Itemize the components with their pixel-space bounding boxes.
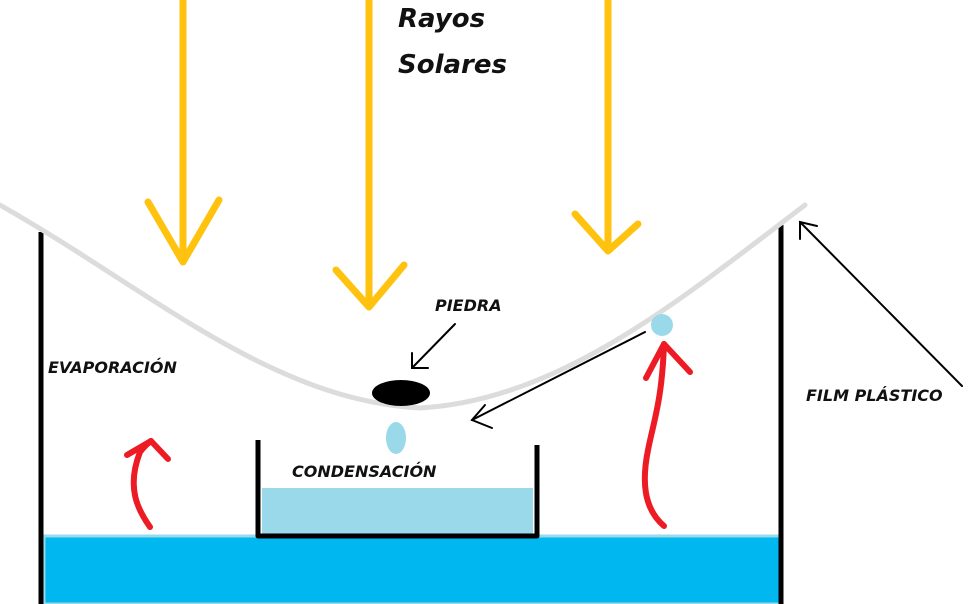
sun-rays — [144, 0, 642, 311]
sun-ray-arrow-right — [571, 0, 642, 255]
condensed-droplet — [651, 314, 673, 336]
water-pool — [42, 534, 782, 604]
plastic-film — [0, 202, 808, 411]
title-line-rayos: Rayos — [398, 4, 486, 34]
evaporation-arrows — [124, 341, 693, 530]
falling-droplet — [386, 422, 406, 454]
evaporation-arrow-left — [124, 438, 171, 530]
film-pointer-arrow — [799, 220, 963, 387]
sun-ray-arrow-center — [332, 0, 408, 311]
condensation-label: CONDENSACIÓN — [292, 462, 437, 481]
drip-pointer-arrow — [470, 331, 646, 429]
collection-cup — [255, 440, 540, 539]
collected-water — [262, 488, 533, 534]
stone-label: PIEDRA — [435, 296, 502, 315]
title-line-solares: Solares — [398, 50, 507, 80]
evaporation-label: EVAPORACIÓN — [48, 358, 177, 377]
film-label: FILM PLÁSTICO — [806, 386, 943, 405]
stone-shape — [372, 380, 430, 406]
stone-pointer-arrow — [411, 323, 456, 369]
sun-ray-arrow-left — [144, 0, 223, 266]
evaporation-arrow-right — [641, 341, 693, 529]
